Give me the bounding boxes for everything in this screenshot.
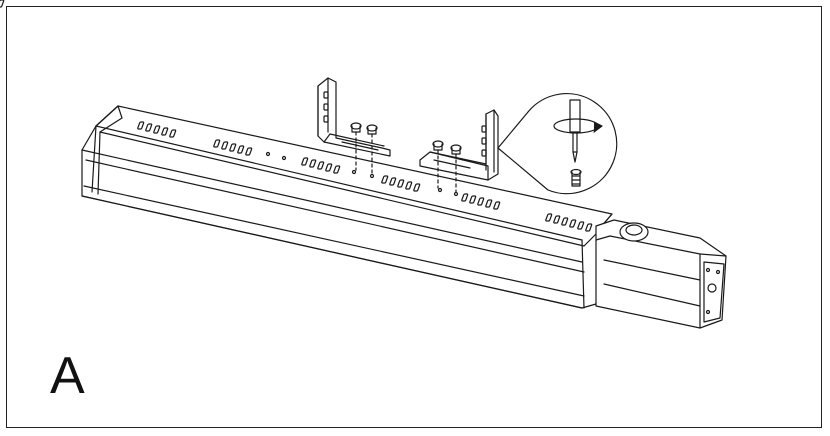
mounting-bracket-right — [420, 110, 498, 180]
screw — [367, 125, 377, 174]
mounting-bracket-left — [318, 78, 390, 156]
screw — [351, 123, 361, 170]
screw — [433, 141, 443, 188]
heater-body — [82, 106, 612, 308]
screws — [351, 123, 461, 192]
end-cap-with-knob — [596, 220, 726, 328]
figure-frame — [6, 6, 822, 428]
screwdriver-detail-callout — [498, 94, 617, 194]
screw — [451, 145, 461, 192]
step-label: A — [50, 347, 85, 405]
vent-slots — [0, 0, 593, 232]
